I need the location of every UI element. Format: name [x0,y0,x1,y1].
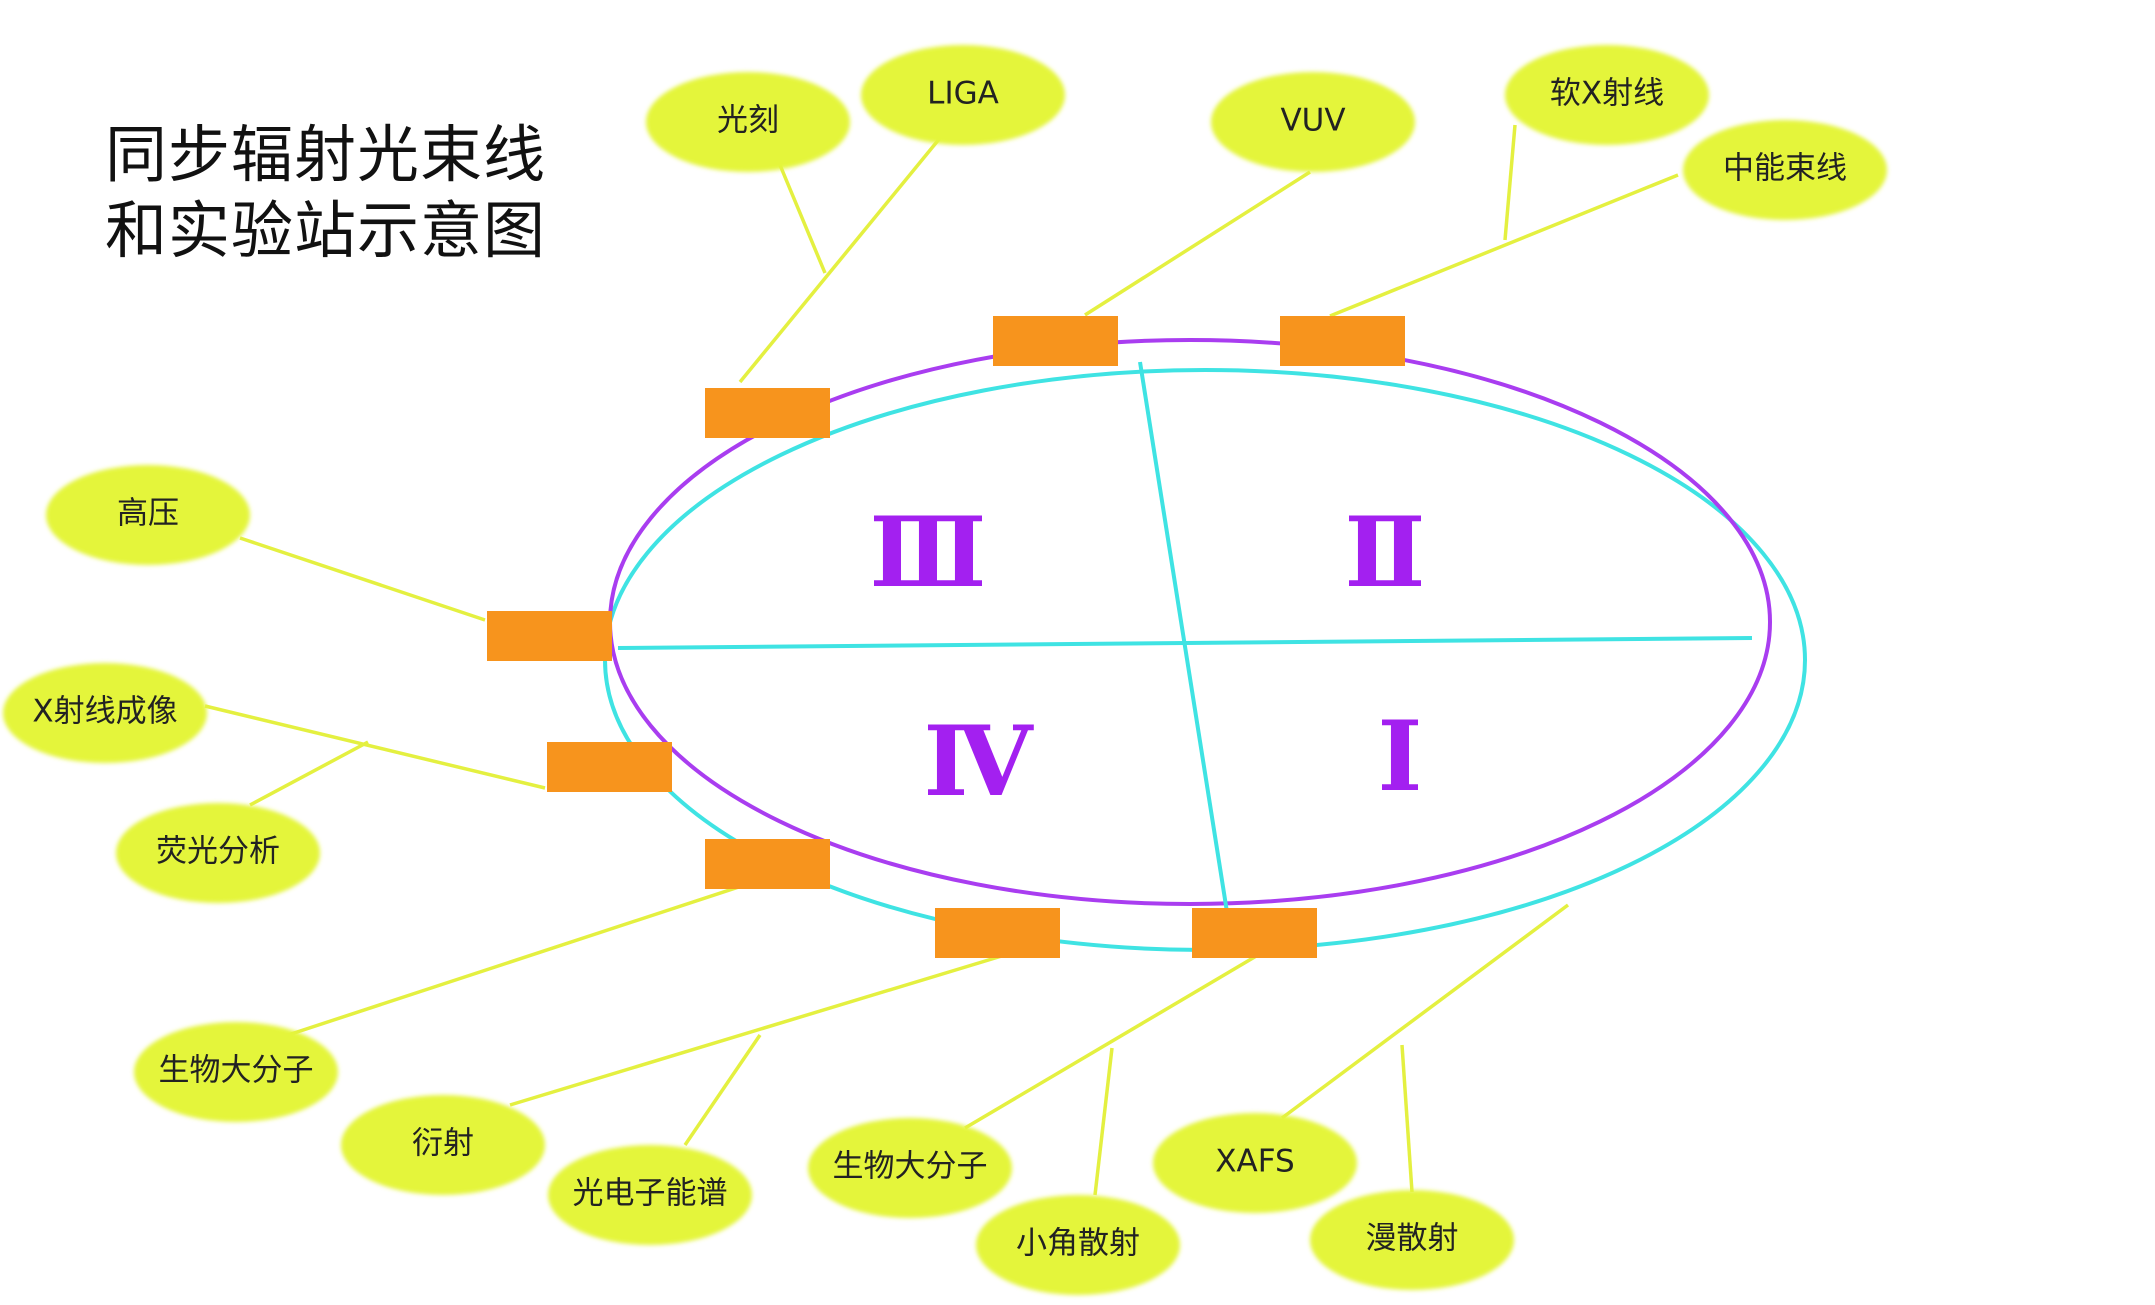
station-labels: 光刻 LIGA VUV 软X射线 中能束线 高压 [3,45,1887,1295]
leader-line-xafs [1280,903,1570,1120]
station-label-lithography: 光刻 [646,72,850,172]
station-label-xray-imaging: X射线成像 [3,663,207,763]
diagram-title-line-2: 和实验站示意图 [105,194,547,267]
leader-line-vuv [1084,170,1311,317]
station-label-text: 光刻 [717,103,779,139]
leader-line-lithography [778,164,827,274]
beam-port-high-pressure [487,611,612,661]
vertical-divider [1138,361,1229,913]
station-label-high-pressure: 高压 [46,465,250,565]
station-label-text: 生物大分子 [159,1053,314,1089]
station-label-diffraction: 衍射 [341,1095,545,1195]
station-label-biomacro-2: 生物大分子 [808,1118,1012,1218]
quadrant-numeral-iii: Ⅲ [870,496,987,609]
beam-ports [487,316,1405,958]
station-label-text: LIGA [927,76,999,112]
station-label-text: 生物大分子 [833,1149,988,1185]
quadrant-numeral-iv: Ⅳ [924,705,1035,818]
station-label-photoelectron: 光电子能谱 [548,1145,752,1245]
station-label-text: 高压 [117,496,179,532]
station-label-vuv: VUV [1211,72,1415,172]
quadrant-numeral-ii: Ⅱ [1345,496,1426,609]
station-label-diffuse: 漫散射 [1310,1190,1514,1290]
leader-line-soft-xray [1503,124,1517,241]
station-label-text: 漫散射 [1366,1221,1459,1257]
leader-line-biomacro-1 [287,878,761,1037]
station-label-text: 衍射 [412,1126,474,1162]
leader-line-saxs [1093,1047,1114,1196]
station-label-biomacro-1: 生物大分子 [134,1022,338,1122]
station-label-xafs: XAFS [1153,1113,1357,1213]
leader-line-biomacro-2 [964,953,1259,1130]
station-label-text: XAFS [1215,1144,1294,1180]
station-label-text: 中能束线 [1723,151,1847,187]
station-label-text: 软X射线 [1550,76,1664,112]
quadrant-dividers [617,361,1753,913]
quadrant-numeral-i: Ⅰ [1378,700,1423,813]
station-label-text: 小角散射 [1016,1226,1140,1262]
station-label-fluorescence: 荧光分析 [116,803,320,903]
leader-lines [204,124,1679,1196]
beam-port-diffraction [935,908,1060,958]
leader-line-photoelectron [683,1034,762,1146]
leader-line-high-pressure [239,536,486,622]
beam-port-lithography [705,388,830,438]
station-label-liga: LIGA [861,45,1065,145]
leader-line-medium-energy [1329,173,1679,318]
beam-port-biomacro-1 [705,839,830,889]
diagram-title-line-1: 同步辐射光束线 [105,118,547,191]
station-label-saxs: 小角散射 [976,1195,1180,1295]
station-label-text: VUV [1280,103,1345,139]
beam-port-vuv [993,316,1118,366]
station-label-text: 荧光分析 [156,834,280,870]
station-label-medium-energy: 中能束线 [1683,120,1887,220]
leader-line-liga [738,136,942,384]
beam-port-imaging [547,742,672,792]
leader-line-diffraction [509,953,1006,1107]
leader-line-diffuse [1400,1044,1414,1193]
leader-line-xray-imaging [204,704,546,790]
leader-line-fluorescence [249,740,369,807]
beam-port-biomacro-2 [1192,908,1317,958]
station-label-text: 光电子能谱 [573,1176,728,1212]
station-label-soft-xray: 软X射线 [1505,45,1709,145]
station-label-text: X射线成像 [32,694,177,730]
beam-port-soft-xray [1280,316,1405,366]
